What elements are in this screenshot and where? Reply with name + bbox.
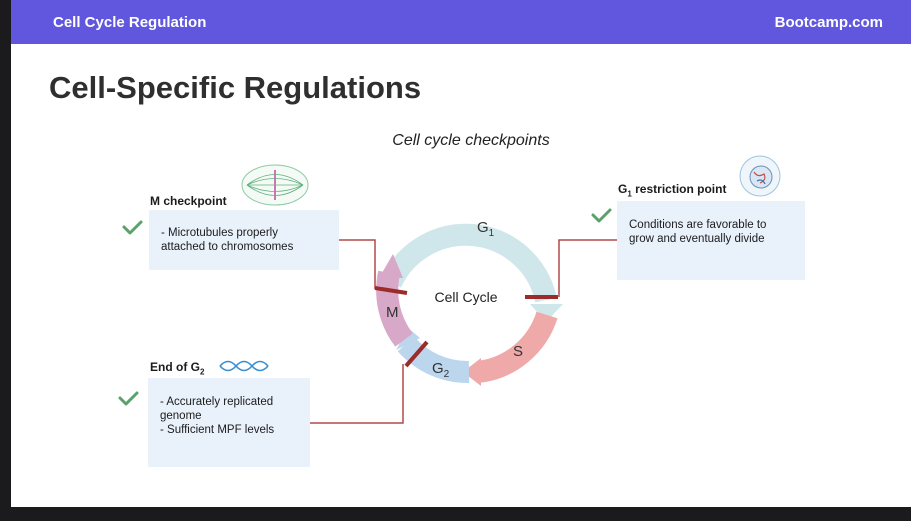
g2-arc [397,336,470,383]
s-label: S [513,343,523,360]
g2-checkpoint-bar [404,340,429,368]
g1-checkpoint-line-1: Conditions are favorable to [629,219,767,231]
m-checkpoint-box: - Microtubules properly attached to chro… [149,210,339,270]
g2-checkpoint-title: End of G2 [150,360,205,377]
g1-checkpoint-title: G1 restriction point [618,182,727,199]
cell-cycle-diagram: Cell Cycle G1 S G2 M [118,155,781,424]
brand-name: Bootcamp.com [774,14,883,31]
slide: Cell Cycle Regulation Bootcamp.com Cell-… [11,0,911,507]
m-arrowhead [379,254,403,278]
m-checkmark-icon [122,220,143,235]
m-checkpoint-title: M checkpoint [150,194,227,208]
header-title: Cell Cycle Regulation [53,14,207,31]
subtitle-text: Cell cycle checkpoints [392,132,550,149]
g1-checkpoint-box: Conditions are favorable to grow and eve… [617,201,805,280]
g2-arrowhead [396,328,420,350]
m-checkpoint-line-2: attached to chromosomes [161,241,294,253]
g2-checkpoint-line-3: - Sufficient MPF levels [160,424,275,436]
g2-checkpoint-line-2: genome [160,410,202,422]
center-label: Cell Cycle [434,289,497,305]
m-label: M [386,304,399,321]
g1-checkmark-icon [591,208,612,223]
m-connector-line [339,239,376,289]
m-arc [376,270,413,347]
header-bar: Cell Cycle Regulation Bootcamp.com [11,0,911,44]
g1-arc [380,223,557,303]
g2-checkmark-icon [118,391,139,406]
g1-checkpoint-line-2: grow and eventually divide [629,233,765,245]
g2-label: G2 [432,360,450,380]
g1-label: G1 [477,219,495,239]
page-title: Cell-Specific Regulations [49,70,422,105]
g1-connector-line [558,239,617,297]
spindle-cell-illustration [241,164,309,206]
s-arrowhead [463,358,481,386]
dna-helix-illustration [219,360,269,372]
g1-arrowhead [530,304,563,322]
nucleus-cell-illustration [739,155,781,197]
g2-checkpoint-line-1: - Accurately replicated [160,396,274,408]
g2-checkpoint-box: - Accurately replicated genome - Suffici… [148,378,310,467]
m-checkpoint-bar [374,286,408,295]
m-checkpoint-line-1: - Microtubules properly [161,227,278,239]
g2-connector-line [310,364,404,424]
diagram-subtitle: Cell cycle checkpoints [11,132,911,150]
s-arc [476,311,558,383]
